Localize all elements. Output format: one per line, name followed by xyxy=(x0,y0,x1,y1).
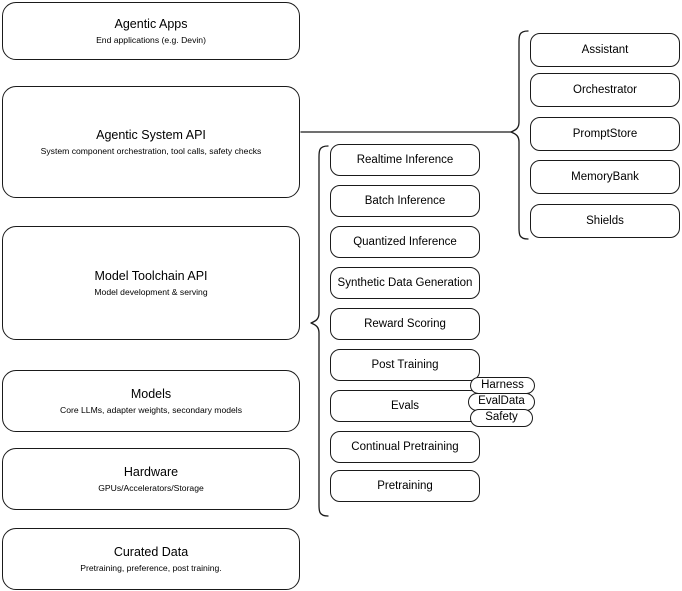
component-label: PromptStore xyxy=(572,127,638,140)
eval-tag-harness[interactable]: Harness xyxy=(470,377,535,394)
capability-label: Batch Inference xyxy=(364,194,446,207)
capability-pretraining[interactable]: Pretraining xyxy=(330,470,480,502)
component-label: Assistant xyxy=(581,43,629,56)
capability-label: Post Training xyxy=(371,358,439,371)
eval-tag-label: Harness xyxy=(481,378,524,391)
capability-post-training[interactable]: Post Training xyxy=(330,349,480,381)
layer-curated-data[interactable]: Curated Data Pretraining, preference, po… xyxy=(2,528,300,590)
layer-subtitle: System component orchestration, tool cal… xyxy=(40,145,262,156)
layer-model-toolchain-api[interactable]: Model Toolchain API Model development & … xyxy=(2,226,300,340)
capability-continual-pretraining[interactable]: Continual Pretraining xyxy=(330,431,480,463)
layer-subtitle: GPUs/Accelerators/Storage xyxy=(98,482,204,493)
capability-label: Realtime Inference xyxy=(356,153,454,166)
capability-label: Pretraining xyxy=(377,479,433,492)
capability-quantized-inference[interactable]: Quantized Inference xyxy=(330,226,480,258)
component-shields[interactable]: Shields xyxy=(530,204,680,238)
layer-subtitle: Core LLMs, adapter weights, secondary mo… xyxy=(60,404,242,415)
component-memorybank[interactable]: MemoryBank xyxy=(530,160,680,194)
component-label: Shields xyxy=(586,214,624,227)
layer-title: Agentic Apps xyxy=(114,16,188,31)
layer-agentic-apps[interactable]: Agentic Apps End applications (e.g. Devi… xyxy=(2,2,300,60)
capability-evals[interactable]: Evals xyxy=(330,390,480,422)
capability-label: Continual Pretraining xyxy=(351,440,459,453)
component-orchestrator[interactable]: Orchestrator xyxy=(530,73,680,107)
layer-title: Hardware xyxy=(123,464,179,479)
capability-realtime-inference[interactable]: Realtime Inference xyxy=(330,144,480,176)
eval-tag-label: Safety xyxy=(485,411,518,424)
component-assistant[interactable]: Assistant xyxy=(530,33,680,67)
capability-label: Quantized Inference xyxy=(353,235,457,248)
eval-tag-label: EvalData xyxy=(478,395,525,408)
eval-tag-safety[interactable]: Safety xyxy=(470,409,533,427)
layer-title: Curated Data xyxy=(113,544,189,559)
component-promptstore[interactable]: PromptStore xyxy=(530,117,680,151)
layer-subtitle: Pretraining, preference, post training. xyxy=(80,562,222,573)
brace-system-components xyxy=(510,30,529,240)
capability-synthetic-data-generation[interactable]: Synthetic Data Generation xyxy=(330,267,480,299)
component-label: MemoryBank xyxy=(571,170,639,183)
layer-hardware[interactable]: Hardware GPUs/Accelerators/Storage xyxy=(2,448,300,510)
layer-models[interactable]: Models Core LLMs, adapter weights, secon… xyxy=(2,370,300,432)
brace-toolchain-capabilities xyxy=(310,145,329,517)
layer-title: Models xyxy=(130,386,172,401)
capability-label: Evals xyxy=(390,399,420,412)
layer-title: Model Toolchain API xyxy=(94,268,208,283)
component-label: Orchestrator xyxy=(573,83,637,96)
layer-title: Agentic System API xyxy=(96,127,206,142)
capability-batch-inference[interactable]: Batch Inference xyxy=(330,185,480,217)
capability-label: Reward Scoring xyxy=(364,317,446,330)
capability-reward-scoring[interactable]: Reward Scoring xyxy=(330,308,480,340)
layer-subtitle: End applications (e.g. Devin) xyxy=(96,34,206,45)
layer-subtitle: Model development & serving xyxy=(94,286,208,297)
capability-label: Synthetic Data Generation xyxy=(337,276,473,289)
layer-agentic-system-api[interactable]: Agentic System API System component orch… xyxy=(2,86,300,198)
